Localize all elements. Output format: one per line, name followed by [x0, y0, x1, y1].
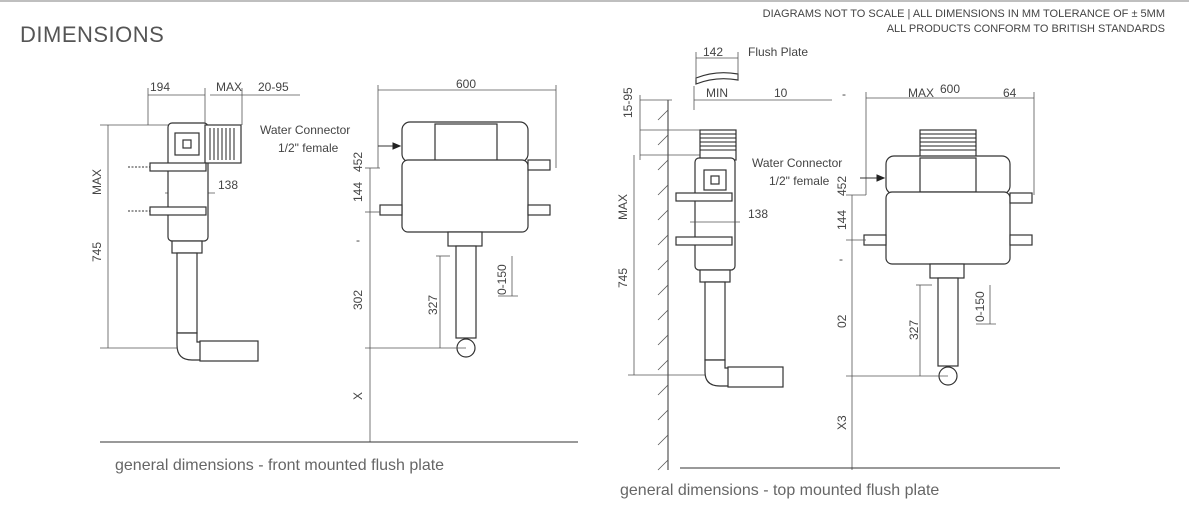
top-dim-dash: - [839, 252, 843, 266]
top-dim-452: 452 [835, 176, 849, 196]
page-title: DIMENSIONS [20, 22, 165, 47]
front-dim-327: 327 [426, 295, 440, 315]
top-dim-10: 10 [774, 86, 788, 100]
front-main-view [100, 85, 578, 443]
top-connector-label-1: Water Connector [752, 156, 842, 170]
top-mounted-caption: general dimensions - top mounted flush p… [620, 482, 940, 499]
front-dim-max: MAX [216, 80, 242, 94]
flush-plate-label: Flush Plate [748, 45, 808, 59]
front-connector-label-1: Water Connector [260, 123, 350, 137]
top-dim-15-95: 15-95 [621, 87, 635, 118]
front-dim-194: 194 [150, 80, 170, 94]
scale-note: DIAGRAMS NOT TO SCALE | ALL DIMENSIONS I… [762, 8, 1165, 20]
front-dim-452: 452 [351, 152, 365, 172]
front-dim-144: 144 [351, 182, 365, 202]
top-dim-max: MAX [908, 86, 934, 100]
top-connector-label-2: 1/2" female [769, 174, 830, 188]
top-dim-0-150: 0-150 [973, 291, 987, 322]
front-dim-dash: - [356, 233, 360, 247]
front-dim-max-vertical: MAX [90, 169, 104, 195]
top-side-view [628, 52, 832, 471]
front-dim-138: 138 [218, 178, 238, 192]
top-dim-327: 327 [907, 320, 921, 340]
front-side-view [100, 88, 300, 362]
top-dim-144: 144 [835, 210, 849, 230]
front-connector-label-2: 1/2" female [278, 141, 339, 155]
top-dim-x3: X3 [835, 415, 849, 430]
top-dim-max-vertical: MAX [616, 194, 630, 220]
top-dim-min: MIN [706, 86, 728, 100]
top-dim-02: 02 [835, 314, 849, 328]
top-dim-745: 745 [616, 268, 630, 288]
front-dim-x: X [351, 392, 365, 400]
top-dim-dash-top: - [842, 87, 846, 101]
top-dim-600: 600 [940, 82, 960, 96]
front-dim-302: 302 [351, 290, 365, 310]
front-dim-20-95: 20-95 [258, 80, 289, 94]
front-dim-0-150: 0-150 [495, 264, 509, 295]
front-dim-600: 600 [456, 77, 476, 91]
top-dim-142: 142 [703, 45, 723, 59]
standards-note: ALL PRODUCTS CONFORM TO BRITISH STANDARD… [886, 23, 1165, 35]
front-dim-745: 745 [90, 242, 104, 262]
top-dim-138: 138 [748, 207, 768, 221]
top-main-view [680, 92, 1060, 470]
top-dim-64: 64 [1003, 86, 1017, 100]
front-mounted-caption: general dimensions - front mounted flush… [115, 457, 445, 474]
